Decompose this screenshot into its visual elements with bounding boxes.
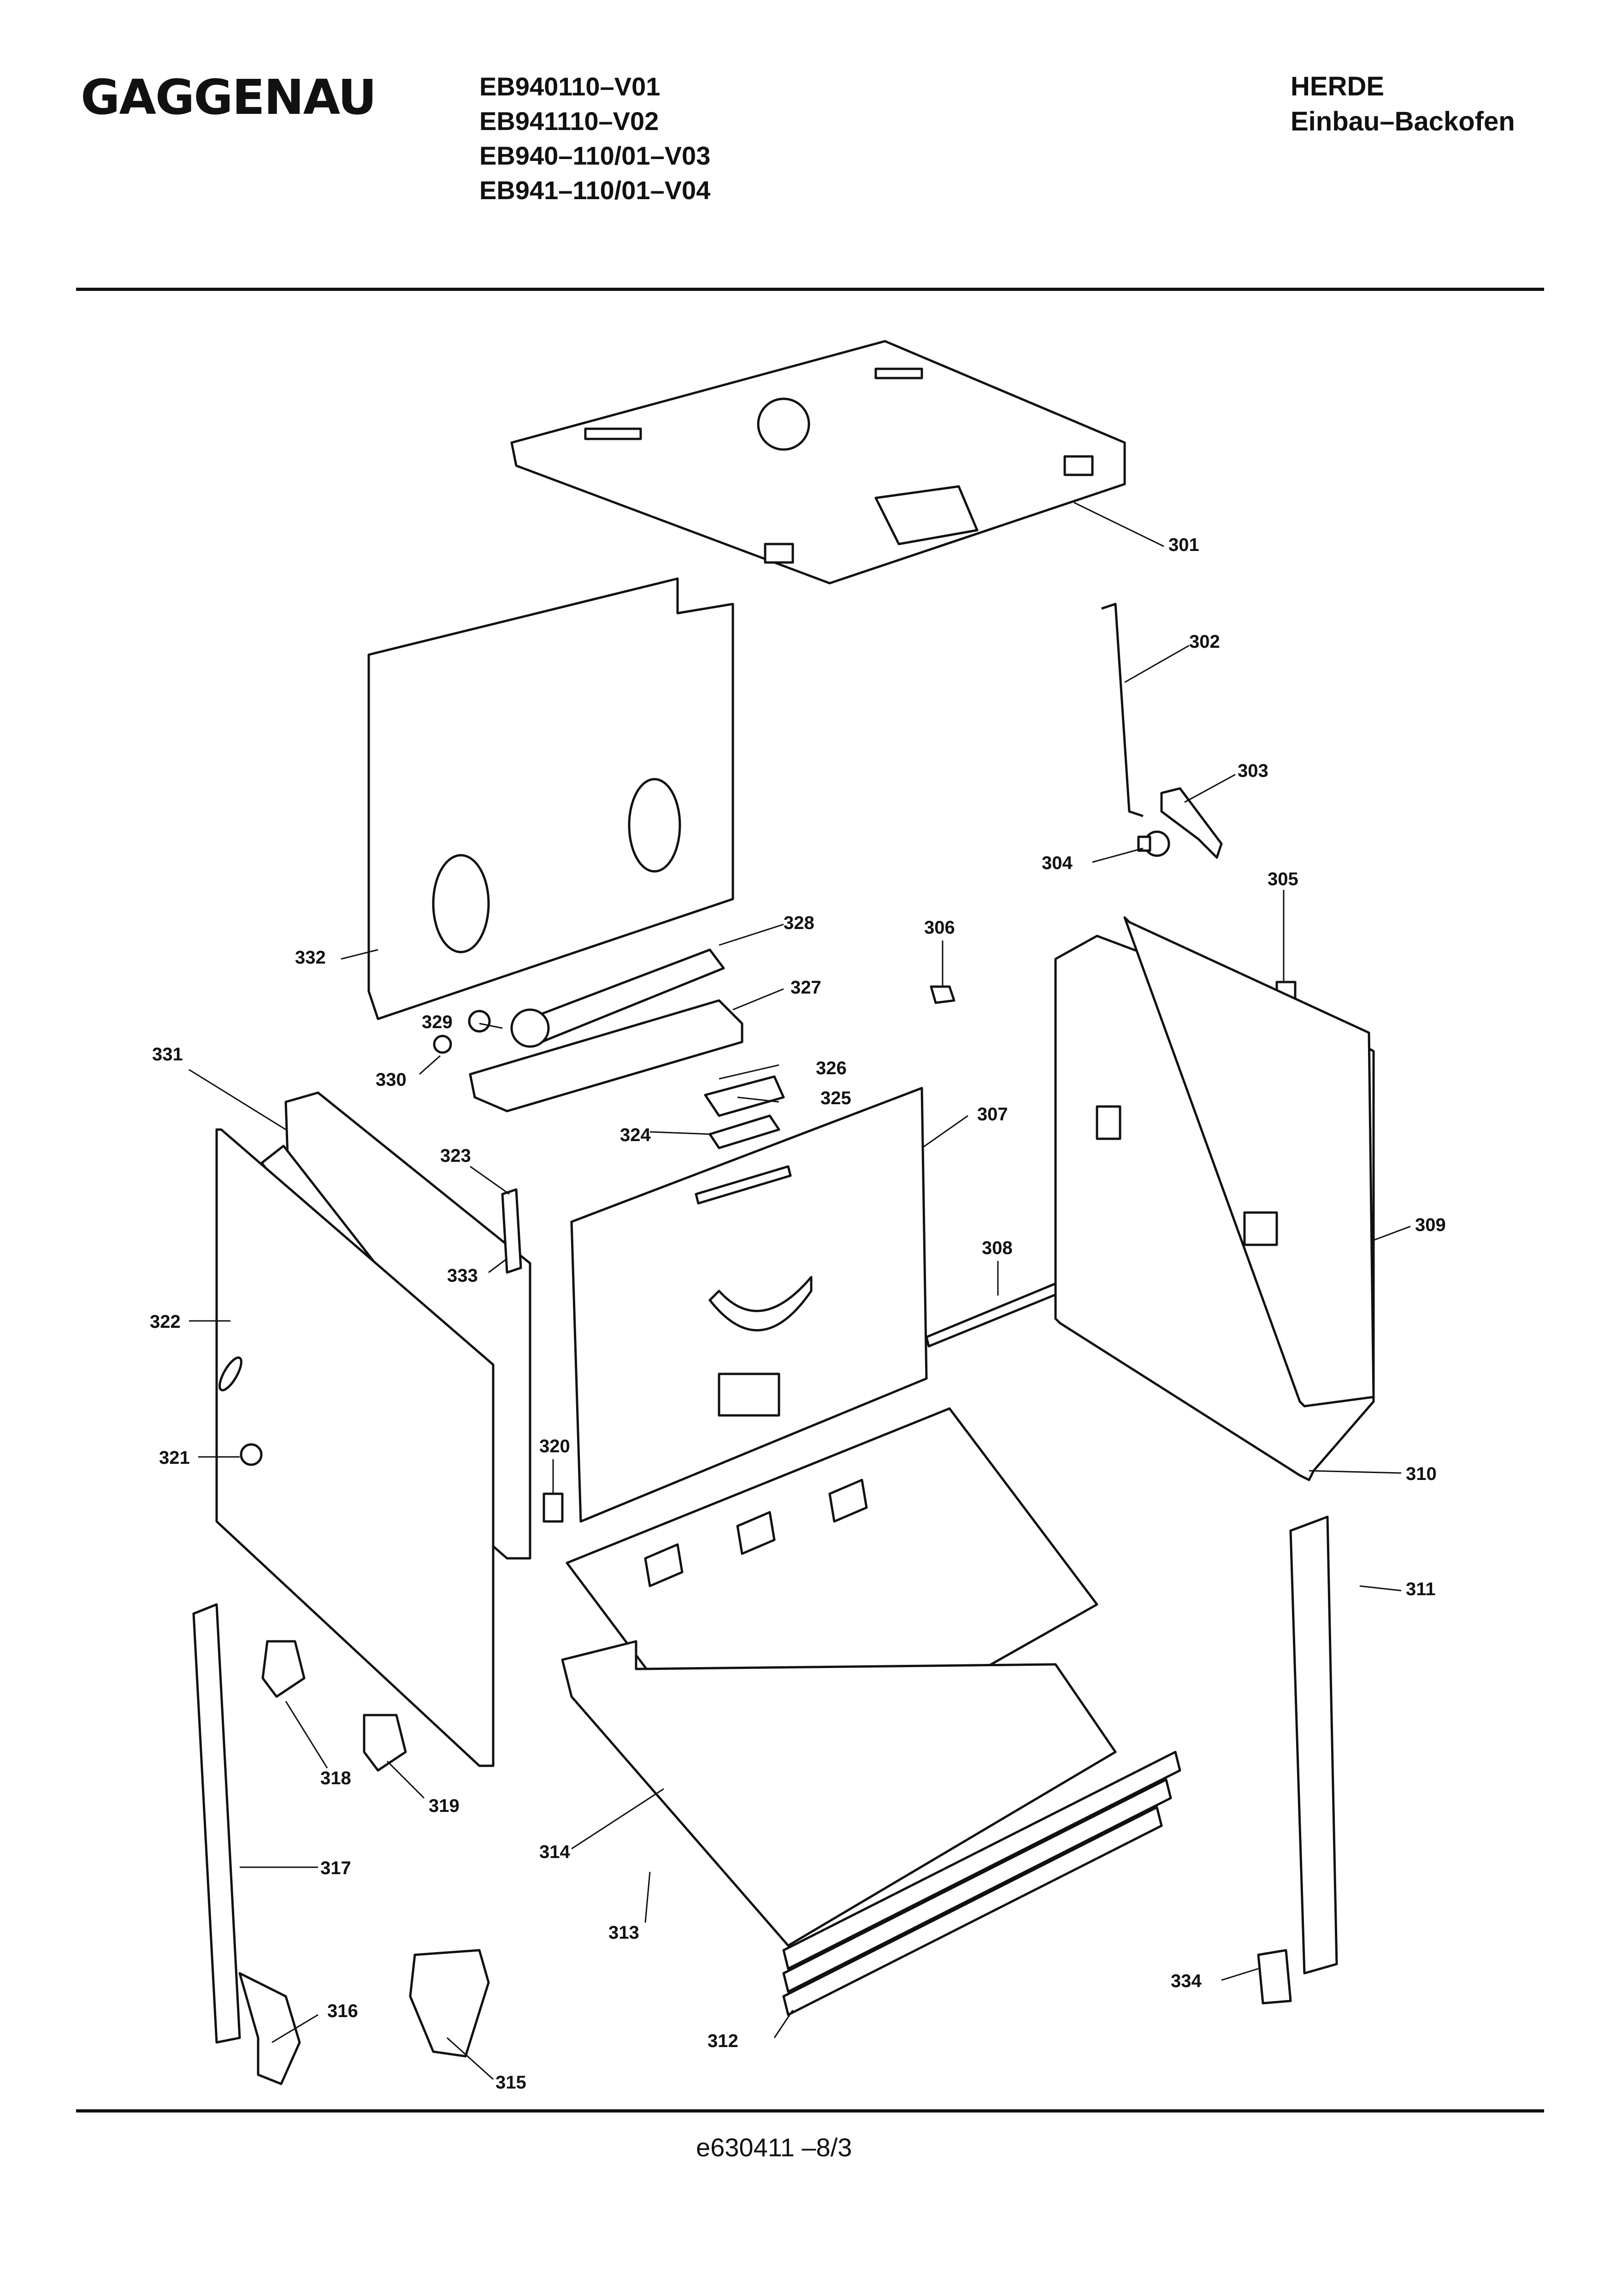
callout-label: 311 <box>1406 1579 1436 1599</box>
model-list: EB940110–V01 EB941110–V02 EB940–110/01–V… <box>479 69 710 207</box>
callout-label: 317 <box>320 1858 351 1878</box>
callout-label: 324 <box>620 1125 651 1145</box>
callout-label: 322 <box>150 1312 181 1332</box>
callout-label: 301 <box>1168 535 1199 555</box>
callout-labels: 301 302 303 304 305 306 307 308 309 310 … <box>150 535 1446 2093</box>
part-311-post <box>1289 1515 1338 1975</box>
part-323-bracket <box>501 1188 522 1274</box>
brand-logo: GAGGENAU <box>81 69 377 125</box>
callout-label: 303 <box>1238 761 1268 781</box>
part-313-base-panel <box>561 1640 1117 1947</box>
callout-label: 312 <box>708 2031 738 2051</box>
callout-label: 310 <box>1406 1464 1437 1484</box>
part-329-knob <box>468 1010 491 1033</box>
category-block: HERDE Einbau–Backofen <box>1291 69 1515 139</box>
callout-label: 307 <box>977 1104 1008 1124</box>
model-number: EB941–110/01–V04 <box>479 176 711 205</box>
part-317-post <box>192 1603 241 2044</box>
callout-label: 334 <box>1171 1971 1202 1991</box>
callout-label: 315 <box>495 2072 526 2093</box>
part-301-top-panel <box>510 340 1126 585</box>
part-322-side-panel <box>215 1128 495 1767</box>
part-306-clip <box>930 985 955 1004</box>
callout-label: 313 <box>608 1923 639 1943</box>
part-304-bolt <box>1137 830 1170 857</box>
callout-label: 330 <box>376 1070 407 1090</box>
callout-label: 327 <box>790 977 821 998</box>
callout-label: 305 <box>1268 869 1298 889</box>
part-302-rod <box>1101 603 1144 817</box>
callout-label: 304 <box>1042 853 1073 873</box>
part-312-front-rails <box>782 1751 1181 2016</box>
callout-label: 302 <box>1189 632 1220 652</box>
part-319-bracket <box>363 1714 407 1772</box>
model-number: EB940–110/01–V03 <box>479 141 711 170</box>
part-309-right-side-panel <box>1054 916 1375 1481</box>
callout-label: 320 <box>539 1436 570 1456</box>
part-316-foot <box>238 1972 301 2085</box>
callout-label: 331 <box>152 1044 183 1065</box>
callout-label: 328 <box>784 913 814 933</box>
callout-label: 308 <box>982 1238 1013 1258</box>
callout-label: 309 <box>1415 1215 1446 1235</box>
footer-rule <box>76 2109 1544 2113</box>
callout-label: 323 <box>440 1146 471 1166</box>
part-326-plate <box>704 1075 785 1117</box>
header-rule <box>76 288 1544 291</box>
callout-label: 321 <box>159 1448 190 1468</box>
part-334-foot <box>1257 1949 1292 2005</box>
part-327-bracket <box>469 999 743 1112</box>
part-328-heater <box>510 948 725 1048</box>
part-303-lever <box>1160 787 1223 859</box>
callout-label: 332 <box>295 947 326 968</box>
callout-label: 333 <box>447 1266 478 1286</box>
category-subtitle: Einbau–Backofen <box>1291 107 1515 136</box>
callout-label: 316 <box>327 2001 358 2021</box>
part-325-plate <box>708 1114 780 1149</box>
callout-label: 306 <box>924 917 955 938</box>
part-308-rail <box>925 1280 1066 1348</box>
leader-lines <box>189 502 1411 2080</box>
callout-label: 329 <box>422 1012 453 1032</box>
part-332-rear-panel <box>367 577 734 1020</box>
callout-label: 318 <box>320 1768 351 1788</box>
part-307-front-frame <box>570 1087 928 1523</box>
callout-label: 314 <box>539 1842 570 1862</box>
callout-label: 326 <box>816 1058 847 1078</box>
callout-label: 319 <box>429 1796 460 1816</box>
document-number: e630411 –8/3 <box>696 2133 852 2162</box>
part-321-grommet <box>240 1443 263 1466</box>
part-320-bracket <box>543 1492 564 1523</box>
model-number: EB941110–V02 <box>479 107 659 136</box>
part-318-bracket <box>261 1640 306 1698</box>
callout-label: 325 <box>820 1088 851 1108</box>
category-title: HERDE <box>1291 71 1385 101</box>
part-315-foot <box>409 1949 490 2058</box>
model-number: EB940110–V01 <box>479 72 661 101</box>
part-330-nut <box>433 1035 452 1054</box>
